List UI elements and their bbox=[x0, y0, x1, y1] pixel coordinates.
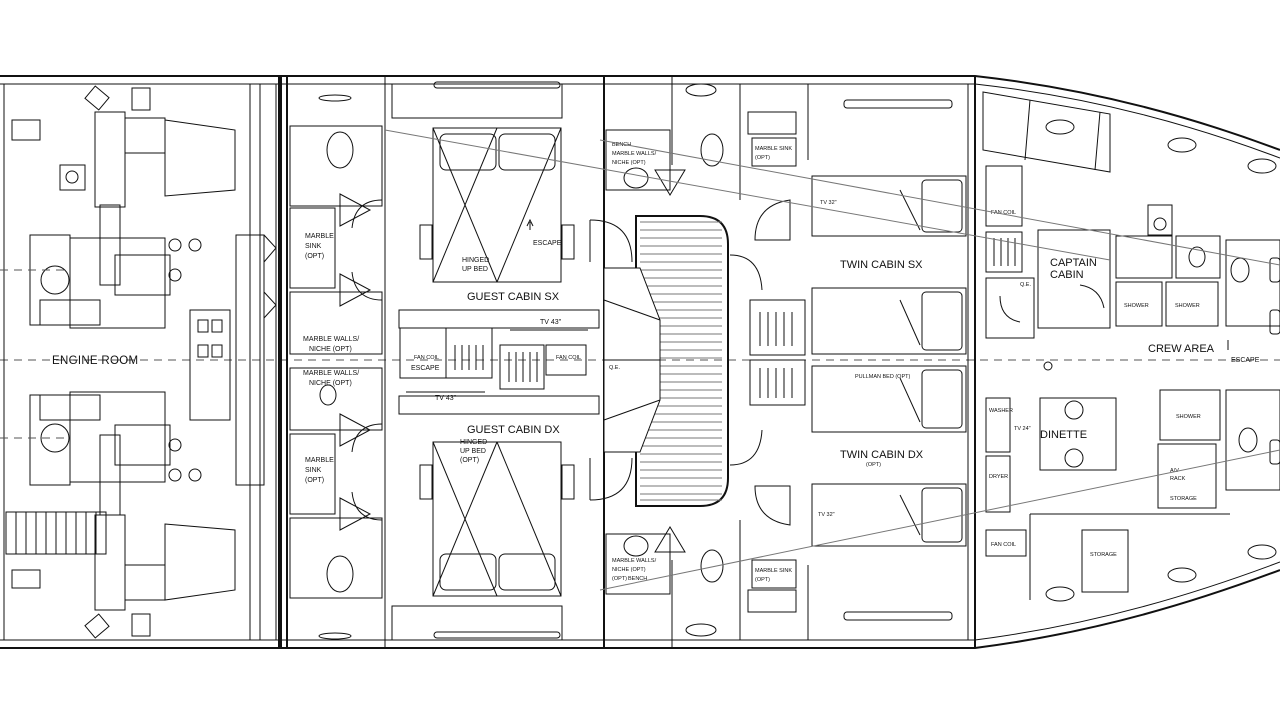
fan-coil-lobby-1: FAN COIL bbox=[414, 355, 439, 361]
washer-label: WASHER bbox=[989, 408, 1013, 414]
pullman-bed: PULLMAN BED (OPT) bbox=[855, 374, 910, 380]
guest-cabin-sx-label: GUEST CABIN SX bbox=[467, 291, 560, 303]
hinged-dx-2: UP BED bbox=[460, 448, 486, 455]
engine-room: ENGINE ROOM bbox=[0, 83, 277, 641]
bench-niche-lower-2: NICHE (OPT) bbox=[612, 567, 646, 573]
twin-closets bbox=[729, 199, 806, 526]
bench-upper: BENCH bbox=[612, 142, 631, 148]
door-swings bbox=[351, 199, 1105, 521]
bench-lower: BENCH bbox=[628, 576, 647, 582]
marble-walls-dx-1: MARBLE WALLS/ bbox=[303, 370, 359, 377]
main-staircase: Q.E. bbox=[589, 215, 729, 507]
engine-room-label: ENGINE ROOM bbox=[52, 355, 138, 367]
tv43-upper: TV 43" bbox=[540, 319, 562, 326]
fan-coil-crew-2: FAN COIL bbox=[991, 542, 1016, 548]
tv24-label: TV 24" bbox=[1014, 426, 1031, 432]
hanging-rail-sx bbox=[454, 345, 538, 382]
qe-crew: Q.E. bbox=[1020, 282, 1031, 288]
hull-outline bbox=[0, 75, 1280, 649]
twin-cabin-dx-opt: (OPT) bbox=[866, 462, 881, 468]
marble-sink-twin-dx: MARBLE SINK bbox=[755, 568, 792, 574]
hinged-sx-2: UP BED bbox=[462, 266, 488, 273]
guest-cabin-dx-label: GUEST CABIN DX bbox=[467, 424, 560, 436]
qe-stair: Q.E. bbox=[609, 365, 620, 371]
shower-3: SHOWER bbox=[1176, 414, 1201, 420]
engine-upper bbox=[29, 111, 236, 329]
marble-sink-dx-1: MARBLE bbox=[305, 457, 334, 464]
hinged-dx-3: (OPT) bbox=[460, 457, 479, 464]
fan-coil-lobby-2: FAN COIL bbox=[556, 355, 581, 361]
marble-walls-sx-1: MARBLE WALLS/ bbox=[303, 336, 359, 343]
storage-2: STORAGE bbox=[1090, 552, 1117, 558]
marble-sink-twin-sx-opt: (OPT) bbox=[755, 155, 770, 161]
twin-cabin-dx-label: TWIN CABIN DX bbox=[840, 449, 924, 461]
escape-sx: ESCAPE bbox=[533, 240, 562, 247]
twin-cabin-sx: TV 32" TWIN CABIN SX bbox=[811, 99, 967, 355]
marble-walls-sx-2: NICHE (OPT) bbox=[309, 346, 352, 353]
bench-lower-opt: (OPT) bbox=[612, 576, 627, 582]
marble-sink-sx-1: MARBLE bbox=[305, 233, 334, 240]
engine-room-stair bbox=[5, 511, 107, 555]
twin-baths: BENCH MARBLE WALLS/ NICHE (OPT) MARBLE S… bbox=[318, 81, 797, 640]
twin-cabin-sx-label: TWIN CABIN SX bbox=[840, 259, 923, 271]
guest-baths: MARBLE SINK (OPT) MARBLE WALLS/ NICHE (O… bbox=[289, 125, 383, 599]
hinged-sx-1: HINGED bbox=[462, 257, 489, 264]
guest-lobby: FAN COIL FAN COIL ESCAPE TV 43" TV 43" bbox=[399, 319, 588, 402]
guest-cabin-dx: GUEST CABIN DX HINGED UP BED (OPT) bbox=[391, 395, 600, 641]
marble-sink-sx-2: SINK bbox=[305, 243, 322, 250]
dryer-label: DRYER bbox=[989, 474, 1008, 480]
storage-1: STORAGE bbox=[1170, 496, 1197, 502]
dinette-label: DINETTE bbox=[1040, 429, 1087, 441]
stair-treads bbox=[640, 221, 722, 501]
tv43-lower: TV 43" bbox=[435, 395, 457, 402]
marble-walls-dx-2: NICHE (OPT) bbox=[309, 380, 352, 387]
escape-crew: ESCAPE bbox=[1231, 357, 1260, 364]
engine-lower bbox=[29, 391, 236, 611]
fan-coil-crew: FAN COIL bbox=[991, 210, 1016, 216]
tv32-dx: TV 32" bbox=[818, 512, 835, 518]
crew-area-label: CREW AREA bbox=[1148, 343, 1215, 355]
hinged-dx-1: HINGED bbox=[460, 439, 487, 446]
captain-cabin-label-2: CABIN bbox=[1050, 269, 1084, 281]
marble-sink-dx-2: SINK bbox=[305, 467, 322, 474]
bench-niche-lower-1: MARBLE WALLS/ bbox=[612, 558, 657, 564]
marble-sink-sx-3: (OPT) bbox=[305, 253, 324, 260]
av-rack-1: A/V bbox=[1170, 468, 1179, 474]
av-rack-2: RACK bbox=[1170, 476, 1186, 482]
shower-2: SHOWER bbox=[1175, 303, 1200, 309]
marble-sink-dx-3: (OPT) bbox=[305, 477, 324, 484]
bench-niche-upper-2: NICHE (OPT) bbox=[612, 160, 646, 166]
escape-lobby: ESCAPE bbox=[411, 365, 440, 372]
marble-sink-twin-dx-opt: (OPT) bbox=[755, 577, 770, 583]
guest-cabin-sx: HINGED UP BED ESCAPE GUEST CABIN SX bbox=[391, 83, 600, 329]
crew-area: FAN COIL CAPTAIN CABIN SHOWER SHOWER Q.E… bbox=[384, 91, 1280, 602]
twin-cabin-dx: PULLMAN BED (OPT) TWIN CABIN DX (OPT) TV… bbox=[811, 365, 967, 621]
shower-1: SHOWER bbox=[1124, 303, 1149, 309]
tv32-sx: TV 32" bbox=[820, 200, 837, 206]
captain-cabin-label-1: CAPTAIN bbox=[1050, 257, 1097, 269]
marble-sink-twin-sx: MARBLE SINK bbox=[755, 146, 792, 152]
bench-niche-upper-1: MARBLE WALLS/ bbox=[612, 151, 657, 157]
